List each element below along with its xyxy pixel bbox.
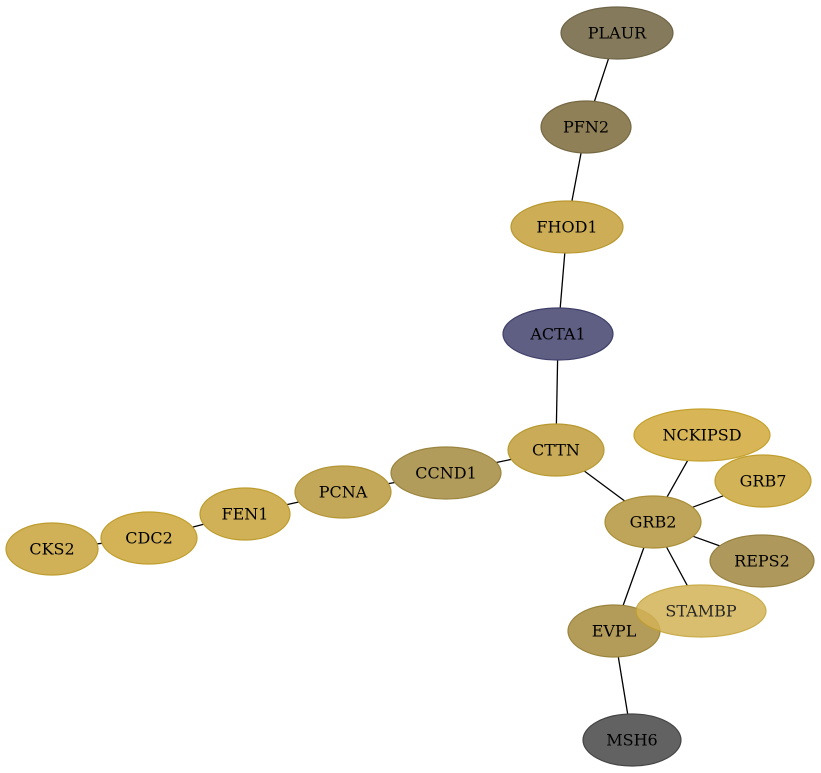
- node-ellipse: [507, 423, 605, 477]
- node-pfn2[interactable]: PFN2: [540, 100, 632, 154]
- node-ellipse: [709, 534, 815, 588]
- node-ellipse: [635, 584, 767, 638]
- node-ccnd1[interactable]: CCND1: [390, 446, 502, 500]
- edge-acta1-cttn: [555, 359, 559, 425]
- node-ellipse: [560, 6, 674, 60]
- node-ellipse: [390, 446, 502, 500]
- node-plaur[interactable]: PLAUR: [560, 6, 674, 60]
- node-label: FEN1: [222, 505, 269, 524]
- node-label: CKS2: [29, 540, 74, 559]
- node-cttn[interactable]: CTTN: [507, 423, 605, 477]
- node-label: CDC2: [125, 529, 173, 548]
- node-ellipse: [540, 100, 632, 154]
- edge-pcna-fen1: [286, 501, 299, 506]
- edge-grb2-reps2: [692, 535, 720, 547]
- node-ellipse: [510, 200, 624, 254]
- node-ellipse: [604, 495, 702, 549]
- edge-evpl-msh6: [617, 656, 629, 715]
- node-reps2[interactable]: REPS2: [709, 534, 815, 588]
- node-fhod1[interactable]: FHOD1: [510, 200, 624, 254]
- node-ellipse: [714, 454, 812, 508]
- node-label: ACTA1: [529, 325, 585, 344]
- node-label: REPS2: [734, 552, 790, 571]
- edge-grb2-evpl: [622, 547, 645, 606]
- node-ellipse: [582, 713, 682, 767]
- node-label: MSH6: [606, 731, 657, 750]
- node-cks2[interactable]: CKS2: [5, 522, 99, 576]
- edge-cdc2-cks2: [97, 542, 103, 545]
- node-stambp[interactable]: STAMBP: [635, 584, 767, 638]
- edges-layer: [97, 58, 724, 715]
- node-label: NCKIPSD: [662, 426, 741, 445]
- node-label: PLAUR: [588, 24, 647, 43]
- edge-pfn2-fhod1: [571, 152, 582, 202]
- node-label: GRB2: [630, 513, 677, 532]
- edge-fen1-cdc2: [192, 523, 204, 528]
- node-ellipse: [100, 511, 198, 565]
- node-nckipsd[interactable]: NCKIPSD: [633, 408, 771, 462]
- node-label: GRB7: [740, 472, 787, 491]
- node-label: PFN2: [563, 118, 609, 137]
- node-fen1[interactable]: FEN1: [199, 487, 291, 541]
- node-ellipse: [5, 522, 99, 576]
- node-pcna[interactable]: PCNA: [294, 465, 392, 519]
- edge-plaur-pfn2: [593, 58, 610, 102]
- node-grb7[interactable]: GRB7: [714, 454, 812, 508]
- edge-grb2-nckipsd: [666, 460, 689, 498]
- node-label: FHOD1: [536, 218, 597, 237]
- edge-fhod1-acta1: [559, 252, 566, 309]
- node-ellipse: [633, 408, 771, 462]
- node-label: PCNA: [319, 483, 368, 502]
- node-label: CTTN: [532, 441, 580, 460]
- node-acta1[interactable]: ACTA1: [502, 307, 614, 361]
- node-label: CCND1: [415, 464, 477, 483]
- node-ellipse: [199, 487, 291, 541]
- node-label: STAMBP: [665, 602, 736, 621]
- node-ellipse: [294, 465, 392, 519]
- edge-grb2-stambp: [665, 546, 688, 586]
- node-grb2[interactable]: GRB2: [604, 495, 702, 549]
- edge-cttn-grb2: [583, 470, 626, 502]
- edge-cttn-ccnd1: [496, 458, 512, 464]
- node-ellipse: [502, 307, 614, 361]
- edge-grb2-grb7: [692, 495, 724, 508]
- node-msh6[interactable]: MSH6: [582, 713, 682, 767]
- edge-ccnd1-pcna: [388, 481, 395, 485]
- node-label: EVPL: [592, 622, 637, 641]
- node-cdc2[interactable]: CDC2: [100, 511, 198, 565]
